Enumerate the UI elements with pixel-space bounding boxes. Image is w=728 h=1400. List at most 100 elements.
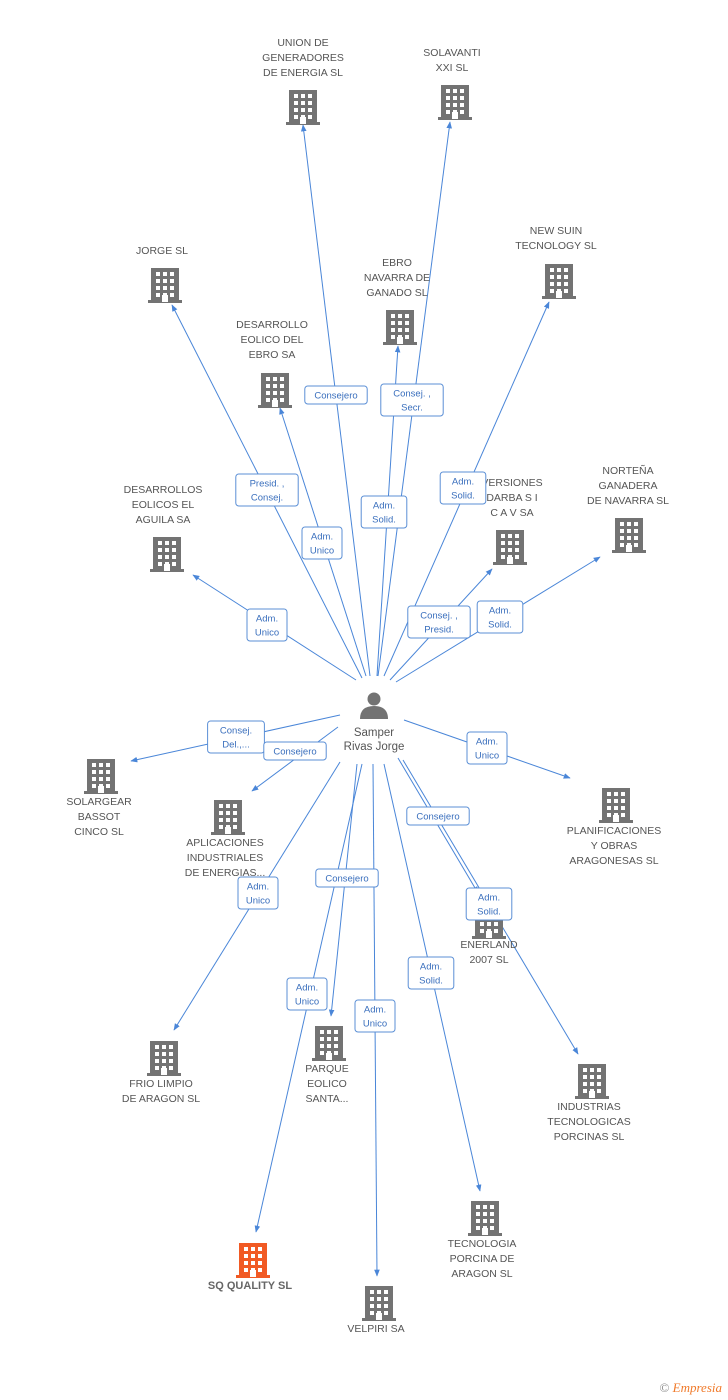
sq-building-icon — [236, 1243, 270, 1278]
copyright-symbol: © — [659, 1380, 670, 1395]
company-node-velpiri[interactable]: VELPIRI SA — [347, 1286, 405, 1335]
relation-text: Adm.Unico — [255, 614, 279, 639]
relation-labels-layer: Consejero Consej. ,Secr. Adm.Solid. Presid.… — [207, 383, 524, 1033]
relation-label-ebro_navarra: Adm.Solid. — [360, 495, 408, 529]
relation-label-industrias: Adm.Solid. — [465, 887, 513, 921]
planificaciones-building-icon — [599, 788, 633, 823]
jorge-building-icon — [148, 268, 182, 303]
footer-brand: © Empresia — [660, 1380, 723, 1396]
relation-text: Adm.Solid. — [488, 606, 512, 631]
relation-text: Presid. ,Consej. — [250, 479, 285, 504]
relation-text: Adm.Solid. — [419, 962, 443, 987]
relation-label-velpiri: Adm.Unico — [354, 999, 396, 1033]
nortena-building-icon — [612, 518, 646, 553]
relation-label-solavanti: Consej. ,Secr. — [380, 383, 444, 417]
company-label-sq[interactable]: SQ QUALITY SL — [208, 1280, 292, 1292]
relation-text: Adm.Solid. — [477, 893, 501, 918]
aplicaciones-building-icon — [211, 800, 245, 835]
relation-text: Adm.Unico — [475, 737, 499, 762]
relation-label-inversiones: Consej. ,Presid. — [407, 605, 471, 639]
relation-label-desarrollos_aguila: Adm.Unico — [246, 608, 288, 642]
company-label-velpiri[interactable]: VELPIRI SA — [347, 1323, 404, 1335]
relation-text: Consej. ,Presid. — [420, 611, 458, 636]
relation-label-planificaciones: Adm.Unico — [466, 731, 508, 765]
company-node-jorge[interactable]: JORGE SL — [136, 245, 188, 303]
relation-label-tecnologia: Adm.Solid. — [407, 956, 455, 990]
relation-label-desarrollo_ebro: Adm.Unico — [301, 526, 343, 560]
relation-text: Adm.Unico — [295, 983, 319, 1008]
velpiri-building-icon — [362, 1286, 396, 1321]
relation-label-newsuin: Adm.Solid. — [439, 471, 487, 505]
person-icon — [360, 692, 388, 719]
desarrollo_ebro-building-icon — [258, 373, 292, 408]
ebro_navarra-building-icon — [383, 310, 417, 345]
industrias-building-icon — [575, 1064, 609, 1099]
newsuin-building-icon — [542, 264, 576, 299]
relation-label-solargear: Consej.Del.,... — [207, 720, 265, 754]
company-label-jorge[interactable]: JORGE SL — [136, 245, 188, 257]
relation-text: Adm.Solid. — [372, 501, 396, 526]
relation-label-union: Consejero — [304, 385, 368, 405]
relation-label-nortena: Adm.Solid. — [476, 600, 524, 634]
inversiones-building-icon — [493, 530, 527, 565]
relation-text: Adm.Unico — [246, 882, 270, 907]
parque-building-icon — [312, 1026, 346, 1061]
brand-logo[interactable]: Empresia — [672, 1380, 722, 1395]
relation-label-enerland: Consejero — [406, 806, 470, 826]
relation-label-jorge: Presid. ,Consej. — [235, 473, 299, 507]
tecnologia-building-icon — [468, 1201, 502, 1236]
solavanti-building-icon — [438, 85, 472, 120]
relation-text: Consej.Del.,... — [220, 726, 252, 751]
union-building-icon — [286, 90, 320, 125]
relation-text: Consejero — [314, 391, 357, 402]
relation-text: Consejero — [273, 747, 316, 758]
solargear-building-icon — [84, 759, 118, 794]
relation-text: Adm.Unico — [310, 532, 334, 557]
desarrollos_aguila-building-icon — [150, 537, 184, 572]
relation-label-aplicaciones: Consejero — [263, 741, 327, 761]
relation-text: Consejero — [325, 874, 368, 885]
relation-text: Adm.Unico — [363, 1005, 387, 1030]
relation-text: Consej. ,Secr. — [393, 389, 431, 414]
relation-label-parque: Consejero — [315, 868, 379, 888]
relation-text: Consejero — [416, 812, 459, 823]
frio-building-icon — [147, 1041, 181, 1076]
company-node-sq[interactable]: SQ QUALITY SL — [208, 1243, 292, 1292]
relation-label-frio: Adm.Unico — [237, 876, 279, 910]
